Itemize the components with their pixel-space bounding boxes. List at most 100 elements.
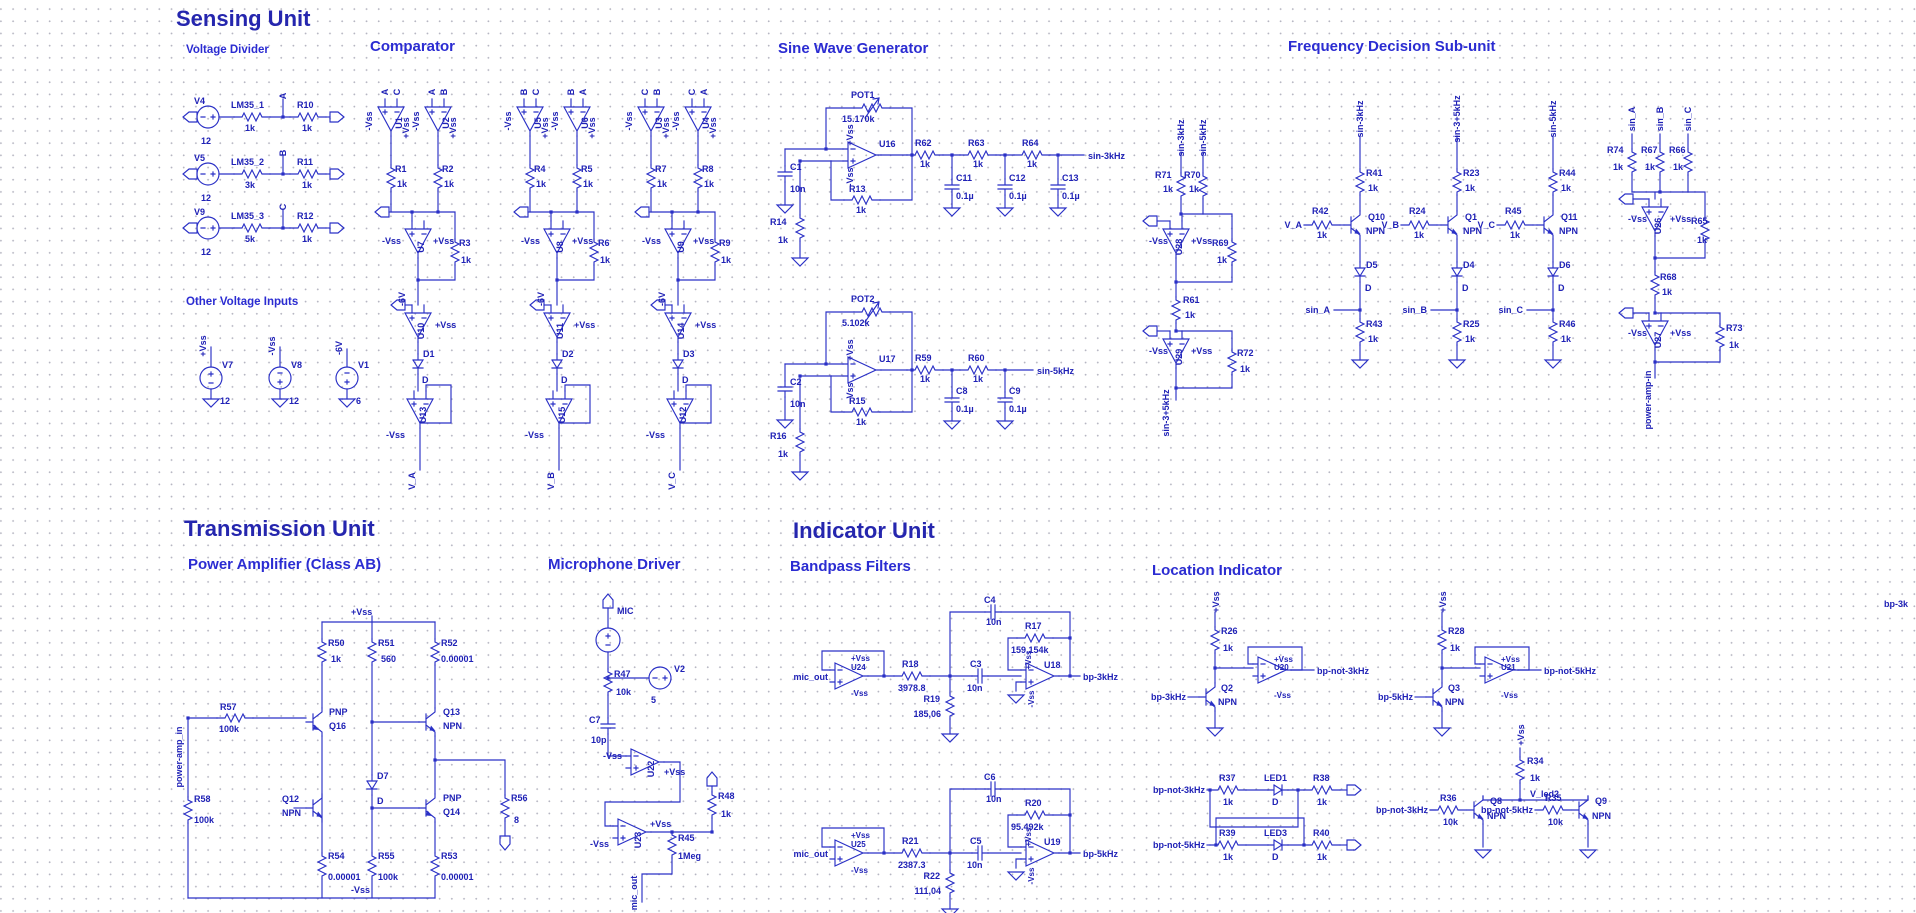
label-r54[interactable]: R54 (328, 851, 345, 861)
label-u22[interactable]: U22 (646, 761, 656, 778)
label-1k[interactable]: 1k (1368, 334, 1379, 344)
resistor-R7[interactable] (645, 164, 657, 192)
port-icon-31[interactable] (390, 299, 406, 311)
label-r25[interactable]: R25 (1463, 319, 1480, 329)
ground-icon-124[interactable] (1350, 359, 1370, 369)
label-a[interactable]: A (699, 88, 709, 95)
capacitor-C2[interactable] (777, 380, 793, 398)
label-bp-not-5khz[interactable]: bp-not-5kHz (1153, 840, 1205, 850)
opamp-U25[interactable] (829, 839, 869, 867)
label--vss[interactable]: +Vss (401, 117, 411, 138)
label-r23[interactable]: R23 (1463, 168, 1480, 178)
label-r64[interactable]: R64 (1022, 138, 1039, 148)
resistor-LM35_2[interactable] (233, 168, 271, 180)
label-sin-a[interactable]: sin_A (1627, 106, 1637, 131)
label--vss[interactable]: +Vss (1501, 655, 1520, 664)
label-lm35-1[interactable]: LM35_1 (231, 100, 264, 110)
label-1k[interactable]: 1k (1185, 310, 1196, 320)
label-mic[interactable]: MIC (617, 606, 634, 616)
label-led3[interactable]: LED3 (1264, 828, 1287, 838)
label-power-amp-in[interactable]: power-amp-in (1643, 370, 1653, 429)
label-u7[interactable]: U7 (416, 241, 426, 253)
label-r69[interactable]: R69 (1212, 238, 1229, 248)
ground-icon-207[interactable] (1006, 871, 1026, 881)
label-v1[interactable]: V1 (358, 360, 369, 370)
label-q12[interactable]: Q12 (282, 794, 299, 804)
label-sin-5khz[interactable]: sin-5kHz (1037, 366, 1075, 376)
resistor-R51[interactable] (366, 638, 378, 666)
ground-icon-240[interactable] (1578, 849, 1598, 859)
label-bp-not-3khz[interactable]: bp-not-3kHz (1317, 666, 1369, 676)
port-icon-4[interactable] (329, 111, 345, 123)
resistor-R13[interactable] (843, 194, 881, 206)
label--vss[interactable]: -Vss (671, 111, 681, 130)
label--6v[interactable]: -6V (334, 341, 344, 355)
label--vss[interactable]: -Vss (1628, 214, 1647, 224)
resistor-R45[interactable] (1496, 219, 1534, 231)
label--vss[interactable]: +Vss (693, 236, 714, 246)
label-r43[interactable]: R43 (1366, 319, 1383, 329)
label-bp-3khz[interactable]: bp-3kHz (1151, 692, 1187, 702)
label-npn[interactable]: NPN (443, 721, 462, 731)
label-r6[interactable]: R6 (598, 238, 610, 248)
resistor-R23[interactable] (1451, 168, 1463, 196)
label-b[interactable]: B (439, 88, 449, 95)
ground-icon-91[interactable] (775, 419, 795, 429)
capacitor-C5[interactable] (971, 845, 989, 861)
opamp-U11[interactable] (543, 304, 571, 343)
label--vss[interactable]: -Vss (1628, 328, 1647, 338)
opamp-U23[interactable] (612, 818, 652, 846)
label-d[interactable]: D (1272, 852, 1279, 862)
label--vss[interactable]: -Vss (851, 689, 868, 698)
label-r48[interactable]: R48 (718, 791, 735, 801)
label-lm35-3[interactable]: LM35_3 (231, 211, 264, 221)
label-bp-not-3khz[interactable]: bp-not-3kHz (1376, 805, 1428, 815)
label-r5[interactable]: R5 (581, 164, 593, 174)
port-icon-182[interactable] (706, 771, 718, 787)
label-r13[interactable]: R13 (849, 184, 866, 194)
resistor-R19[interactable] (944, 692, 956, 720)
label--vss[interactable]: -Vss (845, 382, 855, 401)
label-r35[interactable]: R35 (1545, 793, 1562, 803)
label-r20[interactable]: R20 (1025, 798, 1042, 808)
capacitor-C3[interactable] (971, 668, 989, 684)
label-1k[interactable]: 1k (721, 255, 732, 265)
voltage-source-V5[interactable] (196, 162, 220, 186)
resistor-R16[interactable] (794, 428, 806, 456)
label-r66[interactable]: R66 (1669, 145, 1686, 155)
opamp-U24[interactable] (829, 662, 869, 690)
resistor-R64[interactable] (1013, 149, 1051, 161)
label--vss[interactable]: +Vss (1211, 591, 1221, 612)
resistor-R11[interactable] (289, 168, 327, 180)
label-a[interactable]: A (578, 88, 588, 95)
ground-icon-237[interactable] (1473, 849, 1493, 859)
label-r34[interactable]: R34 (1527, 756, 1544, 766)
resistor-R38[interactable] (1303, 784, 1341, 796)
label--vss[interactable]: +Vss (433, 236, 454, 246)
label-10n[interactable]: 10n (986, 794, 1002, 804)
voltage-source-V1[interactable] (335, 366, 359, 390)
label-r67[interactable]: R67 (1641, 145, 1658, 155)
label-bp-not-5khz[interactable]: bp-not-5kHz (1544, 666, 1596, 676)
opamp-U17[interactable] (842, 356, 882, 384)
label-q13[interactable]: Q13 (443, 707, 460, 717)
label-r63[interactable]: R63 (968, 138, 985, 148)
label-c13[interactable]: C13 (1062, 173, 1079, 183)
label-1k[interactable]: 1k (1223, 852, 1234, 862)
label--vss[interactable]: +Vss (1438, 591, 1448, 612)
opamp-U21[interactable] (1479, 656, 1519, 684)
label--vss[interactable]: +Vss (851, 654, 870, 663)
label-r19[interactable]: R19 (923, 694, 940, 704)
port-icon-28[interactable] (374, 206, 390, 218)
led-LED3[interactable] (1267, 839, 1289, 852)
label-v5[interactable]: V5 (194, 153, 205, 163)
label-1k[interactable]: 1k (302, 180, 313, 190)
label-1k[interactable]: 1k (1561, 183, 1572, 193)
resistor-R45m[interactable] (666, 831, 678, 859)
label--vss[interactable]: +Vss (1516, 724, 1526, 745)
resistor-R20[interactable] (1016, 809, 1054, 821)
resistor-R37[interactable] (1209, 784, 1247, 796)
port-icon-147[interactable] (1618, 307, 1634, 319)
label-d[interactable]: D (1462, 283, 1469, 293)
label-q14[interactable]: Q14 (443, 807, 460, 817)
